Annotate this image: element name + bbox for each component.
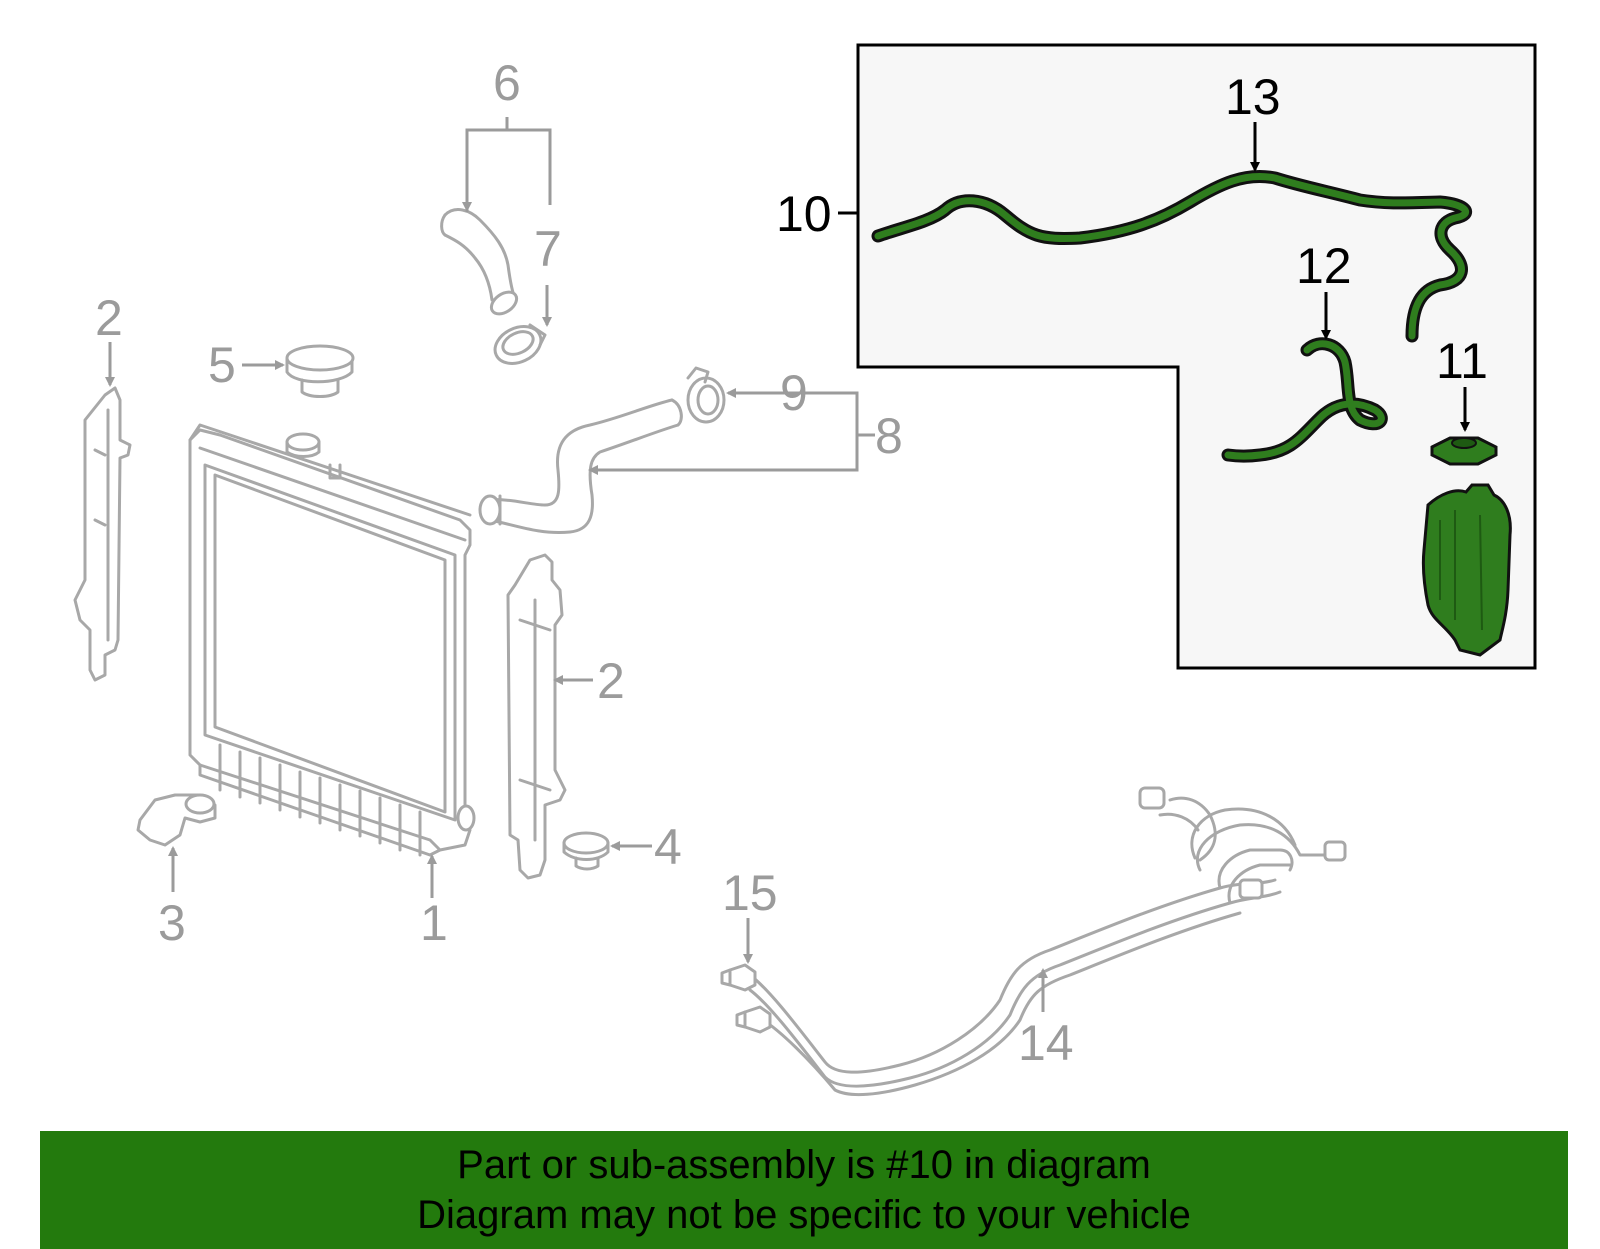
- callout-8: 8: [875, 408, 903, 464]
- part-info-line-1: Part or sub-assembly is #10 in diagram: [457, 1143, 1151, 1187]
- part-info-line-2: Diagram may not be specific to your vehi…: [417, 1193, 1191, 1237]
- callout-5: 5: [208, 337, 236, 393]
- part-12-hose[interactable]: [1221, 337, 1388, 463]
- callout-1: 1: [420, 895, 448, 951]
- part-5-radiator-cap[interactable]: [285, 344, 355, 398]
- part-11-cap[interactable]: [1430, 436, 1498, 466]
- leader-8-9: [592, 391, 859, 472]
- callout-7: 7: [534, 221, 562, 277]
- part-2-left-baffle[interactable]: [73, 386, 132, 682]
- callout-14: 14: [1018, 1015, 1074, 1071]
- part-14-cooler-lines[interactable]: [748, 786, 1347, 1097]
- part-15-fittings[interactable]: [720, 963, 772, 1034]
- callout-4: 4: [654, 819, 682, 875]
- part-2-right-baffle[interactable]: [506, 553, 567, 880]
- part-9-clamp[interactable]: [686, 366, 726, 424]
- part-1-radiator[interactable]: [188, 423, 476, 857]
- callout-3: 3: [158, 895, 186, 951]
- callout-13: 13: [1225, 69, 1281, 125]
- callout-9: 9: [780, 365, 808, 421]
- callout-10: 10: [776, 186, 832, 242]
- callout-2-right: 2: [597, 653, 625, 709]
- part-info-banner: Part or sub-assembly is #10 in diagram D…: [40, 1131, 1568, 1249]
- part-4-grommet[interactable]: [562, 831, 610, 871]
- callout-11: 11: [1436, 333, 1488, 389]
- part-7-clamp[interactable]: [489, 319, 547, 370]
- part-6-upper-hose[interactable]: [440, 208, 521, 319]
- callout-12: 12: [1296, 238, 1352, 294]
- part-8-lower-hose[interactable]: [478, 398, 683, 535]
- callout-15: 15: [722, 865, 778, 921]
- callout-2-left: 2: [95, 290, 123, 346]
- part-3-mount[interactable]: [136, 793, 217, 847]
- leader-6-7: [465, 128, 552, 212]
- part-13-hose[interactable]: [871, 169, 1473, 343]
- callout-6: 6: [493, 55, 521, 111]
- coolant-reservoir[interactable]: [1421, 483, 1512, 657]
